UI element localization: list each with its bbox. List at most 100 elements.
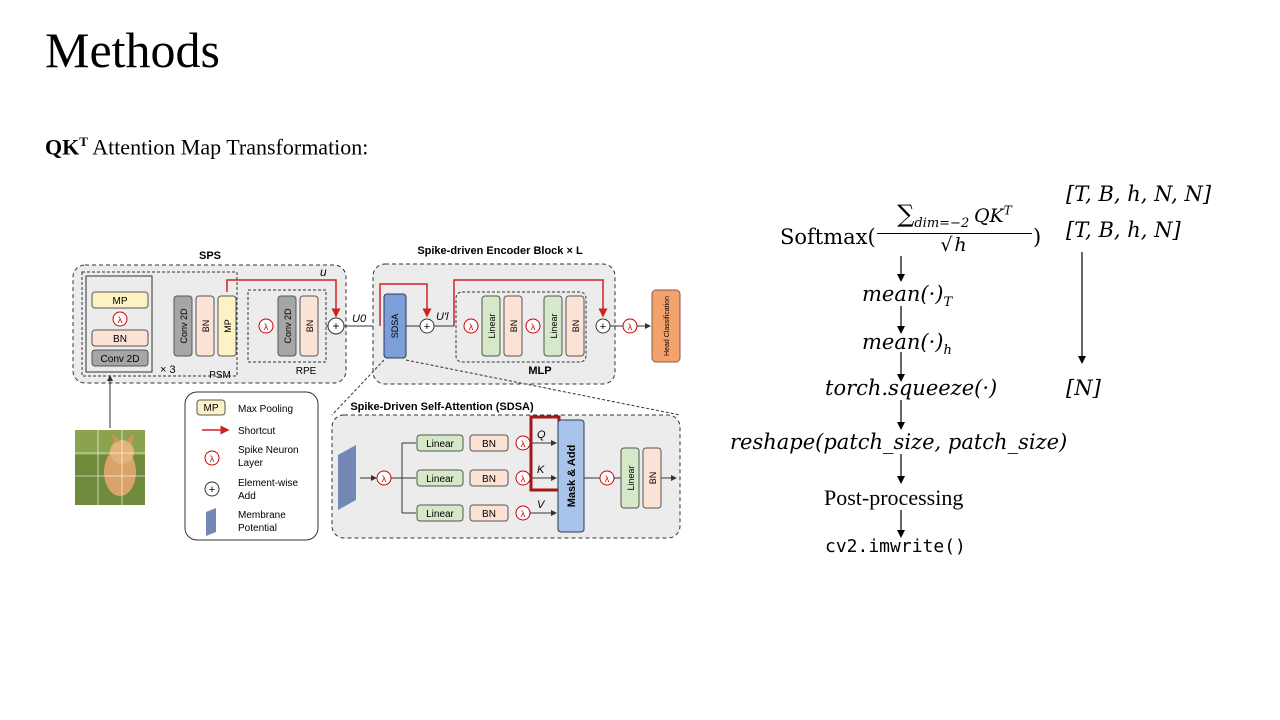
sdsa-detail-title: Spike-Driven Self-Attention (SDSA) <box>350 401 534 413</box>
svg-text:λ: λ <box>521 474 526 484</box>
step-imwrite: cv2.imwrite() <box>825 536 966 557</box>
sdsa-out-bn: BN <box>648 472 658 485</box>
rpe-conv-label: Conv 2D <box>283 308 293 344</box>
step-mean-h-text: mean(·) <box>862 330 944 354</box>
svg-text:+: + <box>424 321 430 333</box>
legend-add-2: Add <box>238 491 256 502</box>
shape-label-2: [T, B, h, N] <box>1066 218 1181 242</box>
step-reshape: reshape(patch_size, patch_size) <box>730 430 1068 454</box>
svg-text:λ: λ <box>210 454 215 464</box>
qk-term: QK <box>973 205 1004 227</box>
legend-add-1: Element-wise <box>238 478 298 489</box>
q-label: Q <box>537 429 546 441</box>
sdsa-block-label: SDSA <box>390 314 400 339</box>
input-cat-image <box>75 430 145 505</box>
legend-spike-1: Spike Neuron <box>238 445 299 456</box>
mp-block-label: MP <box>113 296 128 307</box>
svg-text:+: + <box>332 319 339 333</box>
mask-add-block <box>557 419 585 533</box>
sqrt-h: h <box>952 232 969 256</box>
step-mean-h: mean(·)h <box>862 330 952 358</box>
u0-label: U0 <box>352 313 367 325</box>
legend-box <box>184 391 319 541</box>
subtitle-rest: Attention Map Transformation: <box>87 134 369 160</box>
svg-text:λ: λ <box>531 322 536 332</box>
conv2d-block-label: Conv 2D <box>101 354 140 365</box>
step-mean-t: mean(·)T <box>862 282 952 310</box>
sps-title: SPS <box>199 250 221 262</box>
legend-shortcut: Shortcut <box>238 426 275 437</box>
head-classification-block <box>651 289 681 363</box>
svg-text:λ: λ <box>469 322 474 332</box>
mask-add-label: Mask & Add <box>566 445 578 508</box>
step-postprocessing: Post-processing <box>824 485 964 510</box>
psm-label: PSM <box>209 370 231 381</box>
conv2d-block <box>91 349 149 367</box>
svg-text:λ: λ <box>264 322 269 332</box>
sdsa-bn-q: BN <box>482 439 496 450</box>
psm-container <box>81 271 238 377</box>
head-label: Head Classification <box>664 296 671 356</box>
bn-block-label: BN <box>113 334 127 345</box>
step-mean-t-text: mean(·) <box>862 282 944 306</box>
u-label: u <box>320 265 327 279</box>
svg-text:λ: λ <box>118 315 123 325</box>
mlp-bn2-label: BN <box>571 320 581 333</box>
shape-label-1: [T, B, h, N, N] <box>1066 182 1212 206</box>
encoder-title: Spike-driven Encoder Block × L <box>417 245 583 257</box>
architecture-diagram: SPS MP λ BN Conv 2D × 3 PSM Conv 2D BN M… <box>72 245 681 541</box>
formula-softmax: Softmax( <box>780 203 876 249</box>
fraction-denominator: √h <box>940 232 969 256</box>
legend-mem-2: Potential <box>238 523 277 534</box>
softmax-open: Softmax( <box>780 225 876 249</box>
mlp-container <box>455 291 587 363</box>
sdsa-linear-q: Linear <box>426 439 454 450</box>
svg-text:λ: λ <box>605 474 610 484</box>
pipeline-arrows <box>897 252 1086 538</box>
slide-title: Methods <box>45 22 220 78</box>
sps-bn-label: BN <box>201 320 211 333</box>
sps-mp-label: MP <box>223 319 233 333</box>
legend-mp-desc: Max Pooling <box>238 404 293 415</box>
sdsa-linear-v: Linear <box>426 509 454 520</box>
svg-text:+: + <box>600 321 606 333</box>
legend-mp-key: MP <box>204 403 219 414</box>
svg-text:λ: λ <box>628 322 633 332</box>
step-mean-h-sub: h <box>943 343 952 359</box>
svg-text:+: + <box>209 484 215 496</box>
ul-label: U'l <box>436 311 449 323</box>
sum-subscript: dim=−2 <box>914 215 970 231</box>
mlp-label: MLP <box>528 365 551 377</box>
mlp-linear1-label: Linear <box>487 313 497 338</box>
svg-text:λ: λ <box>521 509 526 519</box>
sdsa-out-linear: Linear <box>626 465 636 490</box>
sdsa-bn-k: BN <box>482 474 496 485</box>
step-squeeze: torch.squeeze(·) <box>825 376 998 400</box>
softmax-fraction: ∑dim=−2 QKT √h <box>877 200 1032 257</box>
shape-label-3: [N] <box>1066 376 1101 400</box>
legend-spike-2: Layer <box>238 458 264 469</box>
rpe-label: RPE <box>296 366 317 377</box>
step-mean-t-sub: T <box>943 295 953 311</box>
rpe-bn-label: BN <box>305 320 315 333</box>
legend-mem-1: Membrane <box>238 510 286 521</box>
spike-neuron-icon <box>112 311 128 327</box>
subtitle-sup: T <box>79 134 88 149</box>
subtitle-qk: QK <box>45 134 80 160</box>
qk-sup: T <box>1003 203 1012 218</box>
fraction-numerator: ∑dim=−2 QKT <box>877 200 1032 234</box>
bn-block <box>91 329 149 347</box>
sdsa-linear-k: Linear <box>426 474 454 485</box>
svg-text:λ: λ <box>382 474 387 484</box>
sdsa-bn-v: BN <box>482 509 496 520</box>
sps-conv-label: Conv 2D <box>179 308 189 344</box>
slide-subtitle: QKT Attention Map Transformation: <box>45 128 368 161</box>
svg-text:λ: λ <box>521 439 526 449</box>
mlp-linear2-label: Linear <box>549 313 559 338</box>
mp-block <box>91 291 149 309</box>
mlp-bn1-label: BN <box>509 320 519 333</box>
k-label: K <box>537 464 545 476</box>
v-label: V <box>537 499 546 511</box>
times3-label: × 3 <box>160 364 176 376</box>
softmax-close: ) <box>1033 225 1042 249</box>
